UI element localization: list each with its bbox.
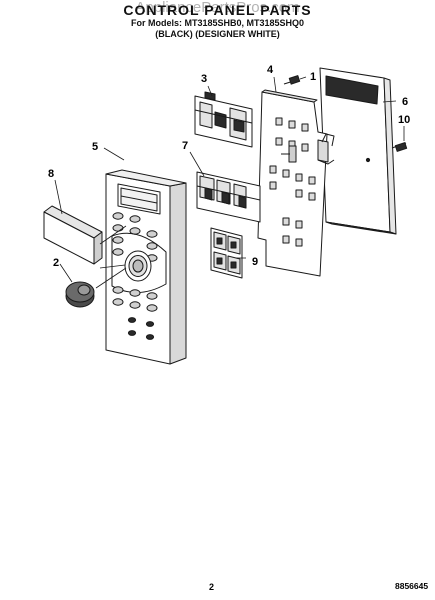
callout-2: 2 (53, 257, 59, 269)
part-2-knob (65, 281, 95, 308)
callout-4: 4 (267, 64, 274, 76)
callout-10: 10 (398, 114, 410, 126)
part-4-circuit-board (257, 89, 335, 277)
document-code: 8856645 (395, 581, 429, 591)
part-3-switch-bracket (194, 91, 253, 148)
part-9-switch-bracket (210, 227, 243, 279)
part-10-screw (391, 142, 408, 152)
part-7-switch-bracket (196, 171, 261, 223)
page-number: 2 (209, 582, 215, 592)
part-6-backing-plate (319, 67, 397, 235)
part-8-badge (43, 205, 103, 265)
callout-3: 3 (201, 73, 207, 85)
callout-7: 7 (182, 140, 188, 152)
leader-lines (54, 76, 405, 289)
callout-6: 6 (402, 96, 408, 108)
colors-line: (BLACK) (DESIGNER WHITE) (155, 29, 280, 39)
page-title: CONTROL PANEL PARTS (123, 2, 312, 18)
models-line: For Models: MT3185SHB0, MT3185SHQ0 (130, 18, 305, 28)
callout-labels: 1 2 3 4 5 6 7 8 9 10 (48, 64, 410, 269)
callout-5: 5 (92, 141, 98, 153)
part-5-control-panel (105, 169, 187, 365)
title-block: CONTROL PANEL PARTS For Models: MT3185SH… (0, 2, 435, 40)
part-1-screw (283, 75, 301, 85)
callout-8: 8 (48, 168, 54, 180)
callout-9: 9 (252, 256, 258, 268)
watermark: AppliancePartsPros.com (135, 0, 300, 16)
callout-1: 1 (310, 71, 316, 83)
